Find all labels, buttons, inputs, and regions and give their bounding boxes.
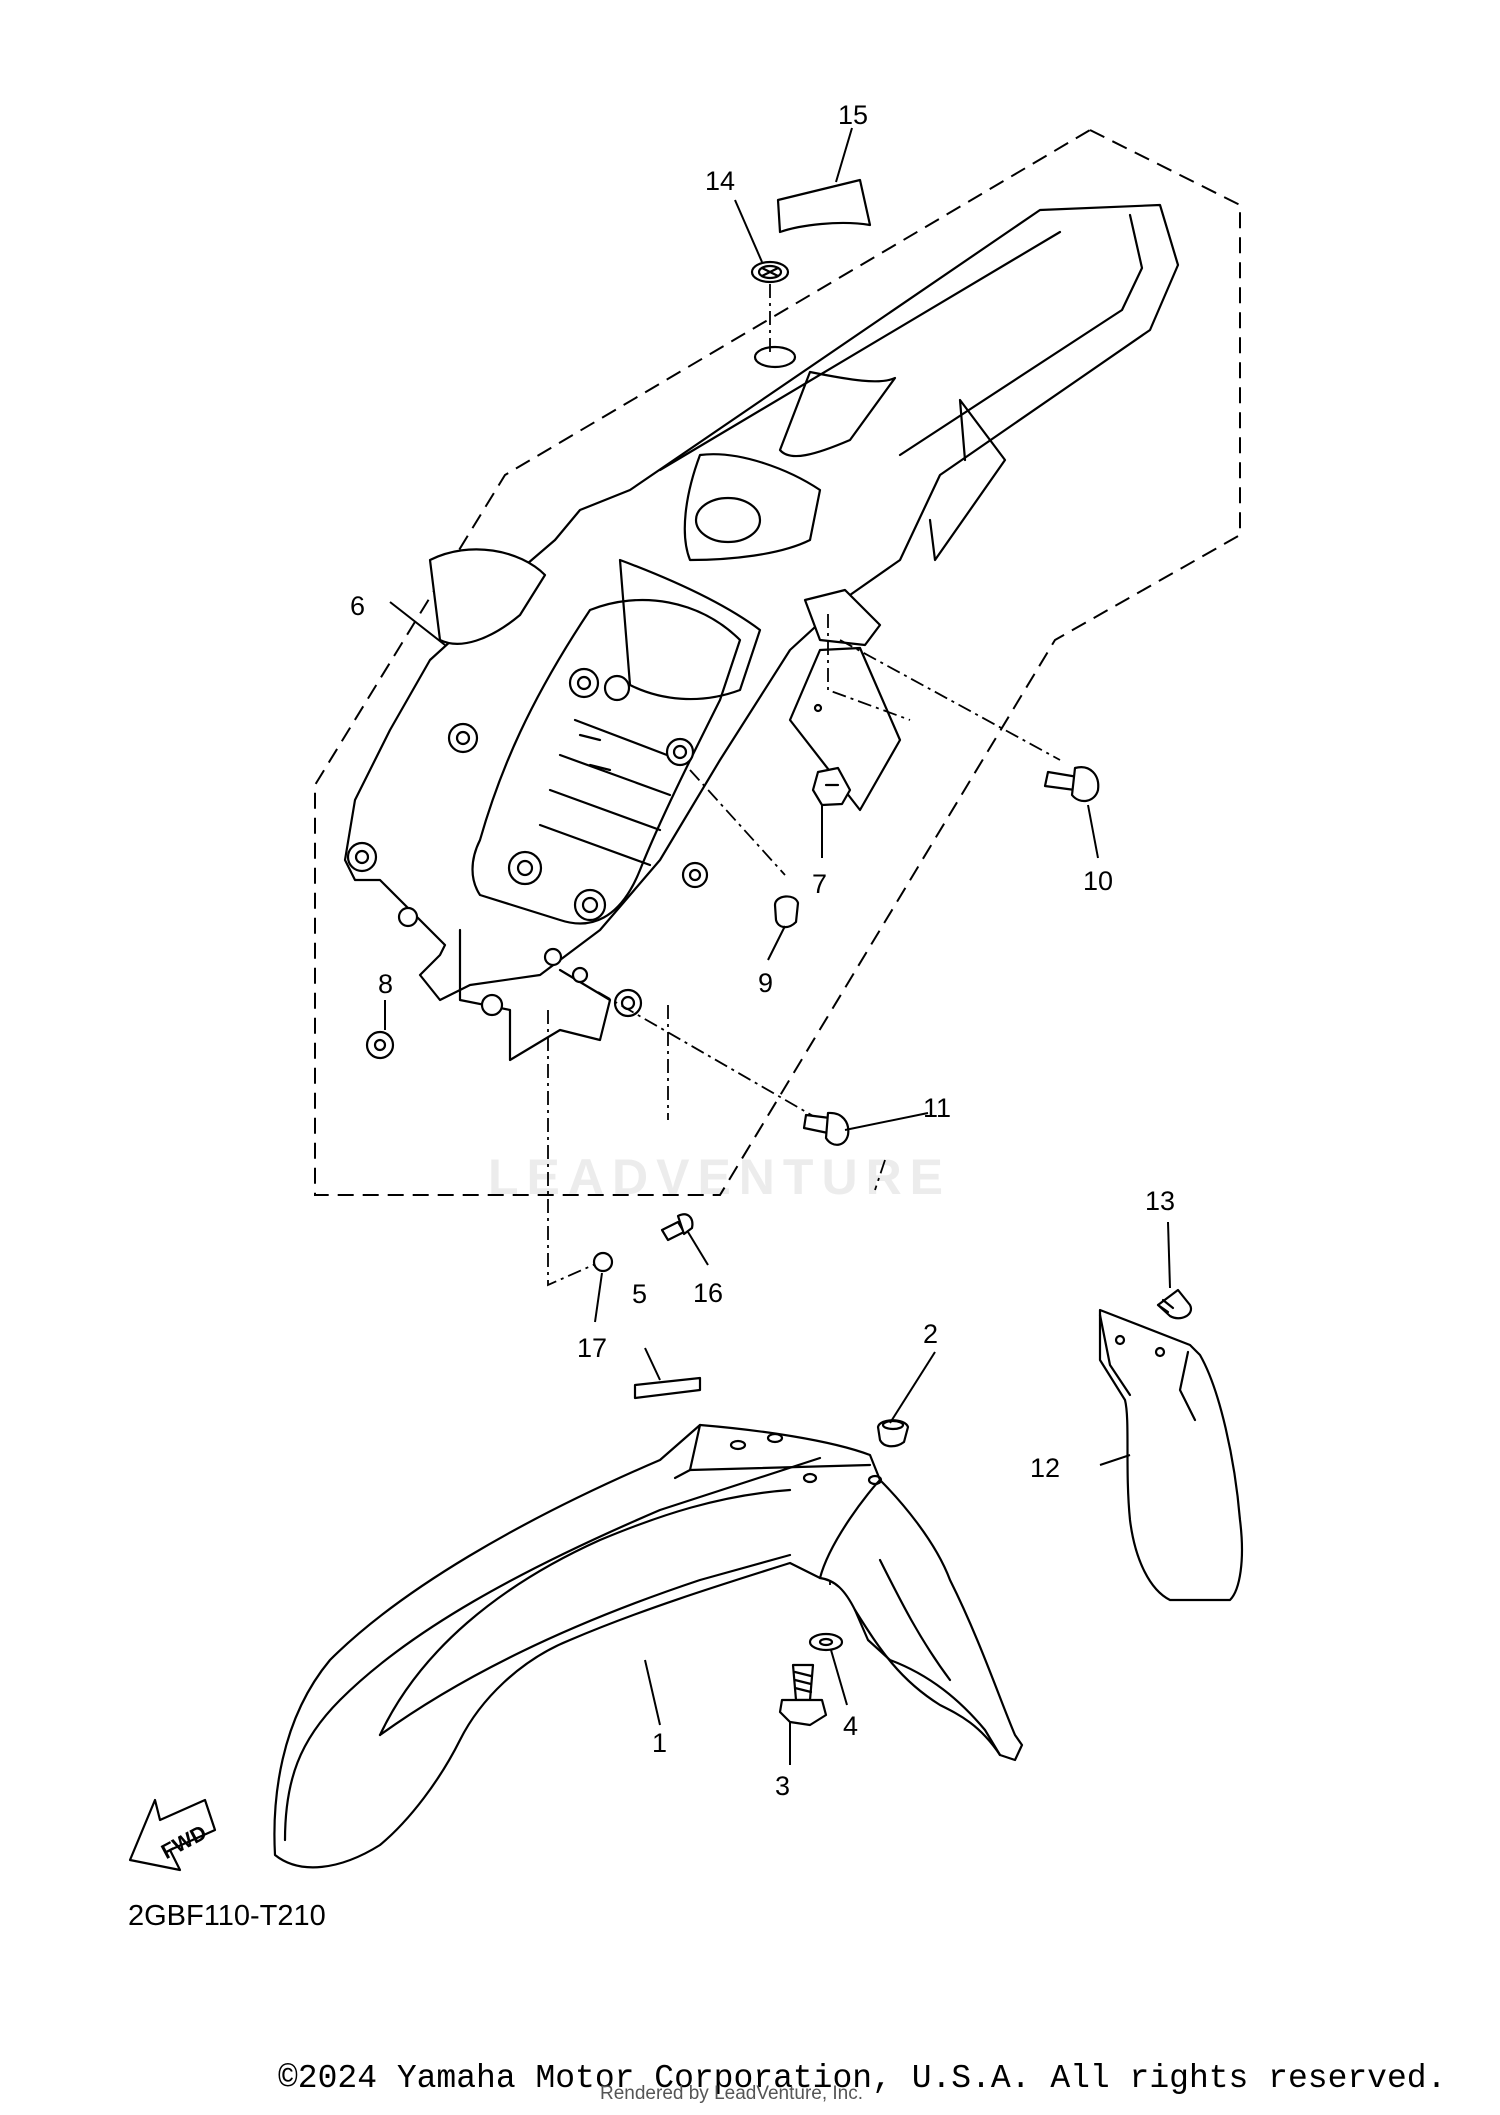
assembly-boundary [314, 128, 1241, 1196]
rear-fender-part [343, 203, 1180, 1062]
callouts: 1 2 3 4 5 6 7 8 9 10 11 12 13 14 15 16 1… [350, 100, 1175, 1801]
callout-4: 4 [843, 1711, 858, 1741]
callout-6: 6 [350, 591, 365, 621]
callout-7: 7 [812, 869, 827, 899]
callout-2: 2 [923, 1319, 938, 1349]
callout-14: 14 [705, 166, 735, 196]
grommet-part-9 [773, 895, 800, 929]
callout-11: 11 [923, 1093, 951, 1123]
bolt-part-10 [1043, 766, 1100, 803]
washer-part-8 [365, 1030, 395, 1060]
fender-mount-holes [346, 667, 709, 1018]
bolt-part-3 [778, 1663, 828, 1727]
washer-part-17 [592, 1251, 614, 1273]
callout-15: 15 [838, 100, 868, 130]
callout-10: 10 [1083, 866, 1113, 896]
callout-9: 9 [758, 968, 773, 998]
decal-part-5 [633, 1376, 702, 1400]
screw-part-13 [1156, 1288, 1193, 1320]
emblem-part [750, 260, 790, 284]
callout-16: 16 [693, 1278, 723, 1308]
bolt-part-11 [802, 1111, 850, 1146]
diagram-code: 2GBF110-T210 [128, 1900, 326, 1932]
copyright-notice: ©2024 Yamaha Motor Corporation, U.S.A. A… [278, 2060, 1447, 2097]
callout-12: 12 [1030, 1453, 1060, 1483]
washer-part-4 [808, 1632, 844, 1652]
callout-3: 3 [775, 1771, 790, 1801]
fwd-arrow-icon: FWD [128, 1798, 217, 1872]
front-fender-part [273, 1423, 1024, 1869]
callout-1: 1 [652, 1728, 667, 1758]
callout-8: 8 [378, 969, 393, 999]
callout-5: 5 [632, 1279, 647, 1309]
mud-guard-part [1098, 1308, 1244, 1602]
rendered-by-notice: Rendered by LeadVenture, Inc. [600, 2083, 864, 2104]
grommet-part-2 [876, 1419, 910, 1448]
screw-part-16 [660, 1213, 694, 1242]
nut-part-7 [811, 766, 852, 807]
callout-17: 17 [577, 1333, 607, 1363]
decal-part [776, 178, 872, 234]
callout-13: 13 [1145, 1186, 1175, 1216]
